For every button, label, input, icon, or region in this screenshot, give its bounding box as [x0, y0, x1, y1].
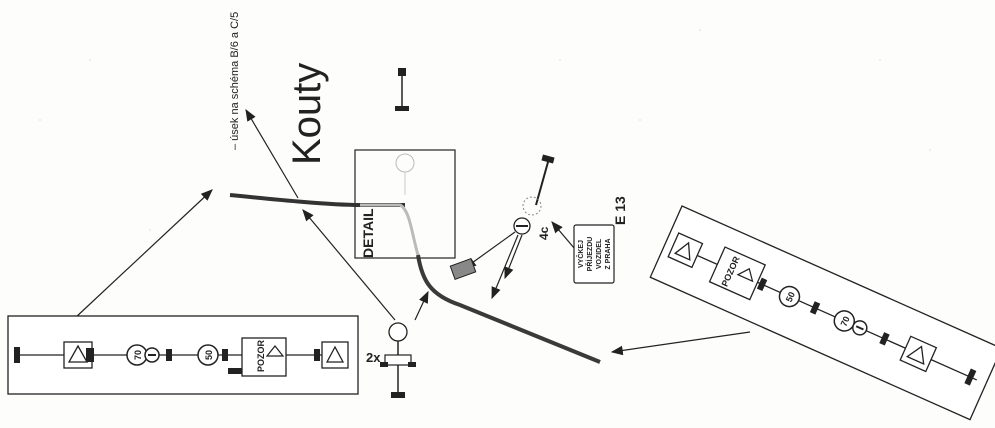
right-speed-50: 50: [784, 290, 797, 303]
top-marker: [395, 68, 409, 111]
wait-sign-line-2: PŘÍJEZDU: [585, 237, 594, 272]
arrow-to-section-note: [245, 108, 299, 199]
arrow-signal-a: [464, 231, 516, 269]
callout-arrows: [74, 108, 751, 356]
arrow-left-ribbon-to-track: [74, 189, 213, 319]
multiplier-label: 2x: [366, 350, 381, 365]
right-sign-ribbon: POZOR 50 70: [649, 205, 995, 421]
left-speed-70: 70: [133, 350, 143, 360]
signal-e13: [513, 154, 555, 235]
section-note: – úsek na schéma B/6 a C/5: [229, 12, 241, 150]
junction-element: [449, 258, 477, 280]
bottom-signal: [380, 322, 416, 398]
wait-sign-line-1: VYČKEJ: [576, 240, 585, 268]
wait-sign: VYČKEJ PŘÍJEZDU VOZIDEL Z PRAHA: [573, 224, 615, 284]
lower-track: [416, 254, 601, 364]
signal-code: E 13: [612, 196, 628, 225]
left-sign-ribbon: 70 50 POZOR: [7, 315, 359, 395]
arrow-right-ribbon-to-track: [610, 331, 751, 356]
arrow-bottom-signal-to-upper: [302, 209, 396, 321]
left-speed-50: 50: [204, 350, 214, 360]
left-pozor: POZOR: [256, 339, 266, 372]
arrow-signal-c: [504, 234, 523, 280]
detail-box: DETAIL: [354, 149, 456, 259]
wait-sign-line-3: VOZIDEL: [596, 238, 603, 269]
wait-sign-line-4: Z PRAHA: [605, 238, 612, 269]
arrow-signal-b: [491, 234, 519, 300]
track-lines: [229, 193, 601, 364]
detail-label: DETAIL: [360, 208, 376, 258]
detail-track-faded: [360, 203, 420, 256]
arrow-bottom-signal-to-lower: [414, 290, 429, 321]
right-speed-70: 70: [839, 315, 852, 328]
signal-small-mark: 4c: [537, 226, 551, 240]
station-name: Kouty: [285, 63, 329, 165]
upper-track: [229, 193, 405, 207]
